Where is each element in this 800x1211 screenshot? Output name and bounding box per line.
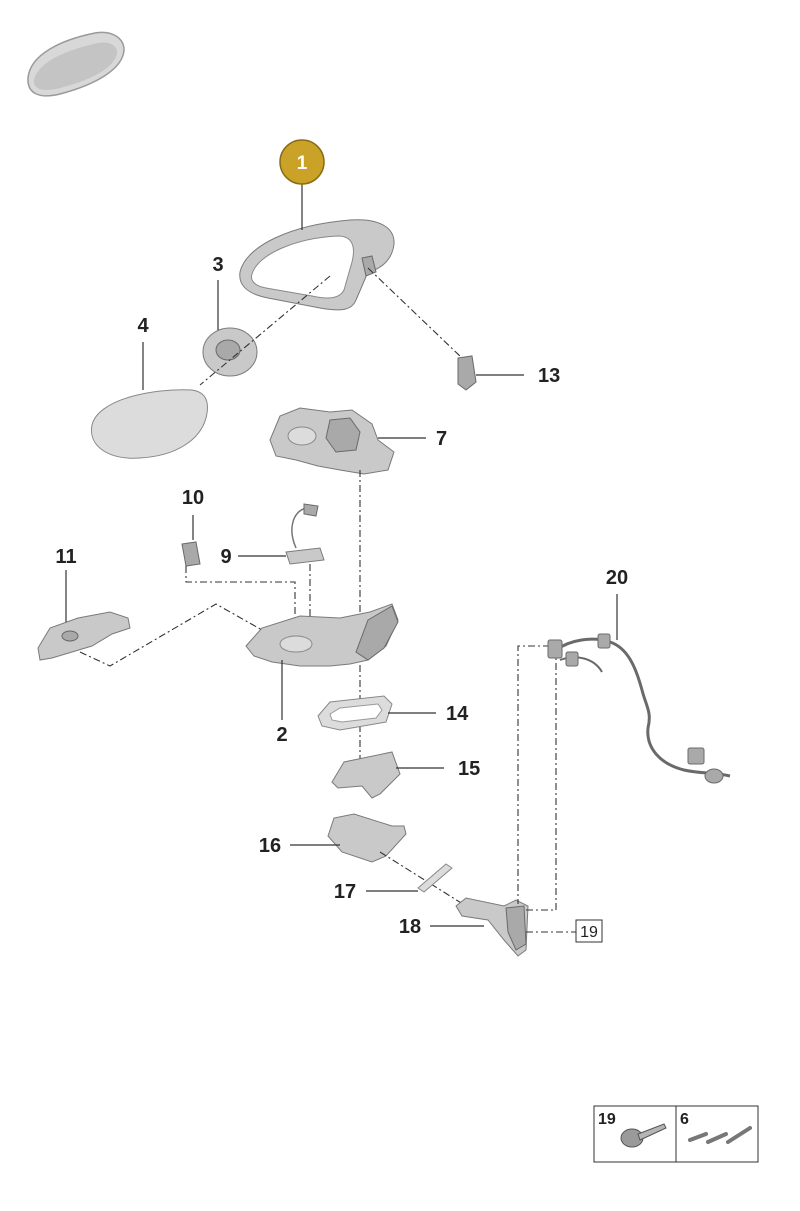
part-17-strip[interactable] bbox=[417, 863, 453, 893]
callout-19-box-label: 19 bbox=[580, 924, 598, 941]
screw-6-icon[interactable] bbox=[688, 1126, 752, 1144]
part-10-switch[interactable] bbox=[181, 541, 201, 567]
assembly-line-16-18 bbox=[379, 851, 467, 907]
legend-6-label: 6 bbox=[680, 1111, 689, 1128]
part-1-mirror-housing[interactable] bbox=[239, 219, 395, 311]
part-18-mount-arm[interactable] bbox=[455, 897, 529, 957]
part-3-round-motor[interactable] bbox=[202, 327, 258, 377]
callout-15-label: 15 bbox=[458, 758, 480, 780]
screw-19-icon[interactable] bbox=[620, 1123, 667, 1148]
callout-13-label: 13 bbox=[538, 365, 560, 387]
assembly-line-13 bbox=[367, 267, 463, 359]
part-7-adjuster-unit[interactable] bbox=[269, 407, 395, 475]
callout-20-label: 20 bbox=[606, 567, 628, 589]
callout-3-label: 3 bbox=[212, 254, 223, 276]
callout-badge-1[interactable]: 1 bbox=[279, 139, 325, 185]
assembly-line-20 bbox=[517, 645, 557, 911]
legend-19-label: 19 bbox=[598, 1111, 616, 1128]
callout-11-label: 11 bbox=[55, 546, 76, 568]
callout-19-box[interactable]: 19 bbox=[575, 919, 603, 943]
part-11-bracket[interactable] bbox=[37, 611, 131, 661]
part-13-clip[interactable] bbox=[457, 355, 477, 391]
part-14-gasket[interactable] bbox=[317, 695, 393, 731]
car-roof-thumbnail-icon[interactable] bbox=[27, 31, 125, 97]
part-2-mirror-base[interactable] bbox=[245, 603, 399, 667]
part-20-wiring-harness[interactable] bbox=[547, 633, 731, 784]
part-16-lower-cover[interactable] bbox=[327, 813, 407, 863]
callout-16-label: 16 bbox=[259, 835, 281, 857]
callout-2-label: 2 bbox=[276, 724, 287, 746]
callout-10-label: 10 bbox=[182, 487, 204, 509]
callout-7-label: 7 bbox=[436, 428, 447, 450]
callout-1-label: 1 bbox=[297, 153, 308, 174]
callout-4-label: 4 bbox=[137, 315, 149, 337]
part-15-cover[interactable] bbox=[331, 751, 401, 799]
callout-18-label: 18 bbox=[399, 916, 421, 938]
fasteners-legend: 19 6 bbox=[593, 1105, 759, 1163]
assembly-line-10 bbox=[185, 566, 296, 645]
part-4-mirror-glass[interactable] bbox=[91, 389, 208, 459]
part-9-cable-light[interactable] bbox=[285, 503, 325, 565]
callout-9-label: 9 bbox=[220, 546, 231, 568]
callout-17-label: 17 bbox=[334, 881, 356, 903]
assembly-line-3-4 bbox=[199, 275, 331, 386]
assembly-line-11 bbox=[79, 603, 263, 667]
callout-14-label: 14 bbox=[446, 703, 469, 725]
